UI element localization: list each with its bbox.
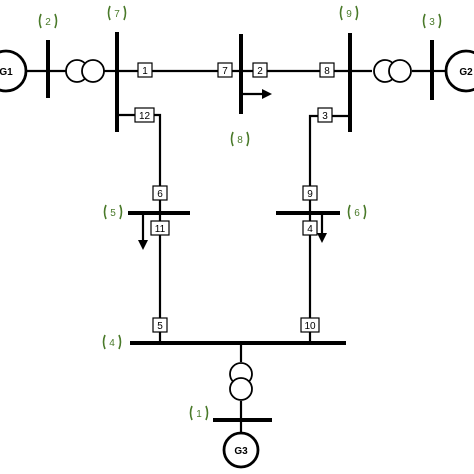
generator-g2: G2 bbox=[444, 49, 474, 93]
bus-tag-9: 9 bbox=[339, 5, 359, 21]
transformer-t1 bbox=[65, 59, 105, 83]
bus-tag-3: 3 bbox=[422, 13, 442, 29]
generator-g1: G1 bbox=[0, 49, 28, 93]
bus-tag-5: 5 bbox=[103, 204, 123, 220]
bus-label-9: 9 bbox=[346, 9, 352, 20]
transformer-t2 bbox=[373, 59, 412, 83]
branch-box-11: 11 bbox=[150, 220, 170, 236]
branch-label-4: 4 bbox=[307, 224, 313, 235]
branch-box-12: 12 bbox=[134, 107, 155, 123]
bus-labels: 2 7 9 3 8 5 6 bbox=[38, 5, 442, 421]
branch-box-9: 9 bbox=[302, 185, 318, 201]
generator-g2-label: G2 bbox=[459, 67, 473, 78]
generator-g3-label: G3 bbox=[234, 446, 248, 457]
branch-label-12: 12 bbox=[139, 111, 151, 122]
branch-label-8: 8 bbox=[324, 66, 330, 77]
line-bus7-bus5 bbox=[117, 113, 162, 213]
bus-tag-7: 7 bbox=[107, 5, 127, 21]
transformer-t3 bbox=[229, 362, 253, 401]
bus-label-2: 2 bbox=[45, 17, 51, 28]
bus-label-7: 7 bbox=[114, 9, 120, 20]
branch-boxes: 1 7 2 8 12 3 6 9 bbox=[134, 62, 335, 333]
generator-g3: G3 bbox=[222, 431, 260, 469]
branch-box-3: 3 bbox=[317, 107, 333, 123]
branch-label-6: 6 bbox=[157, 189, 163, 200]
bus-tag-1: 1 bbox=[189, 405, 209, 421]
branch-box-4: 4 bbox=[302, 220, 318, 236]
branch-box-2: 2 bbox=[252, 62, 268, 78]
branch-box-8: 8 bbox=[319, 62, 335, 78]
branch-box-5: 5 bbox=[152, 317, 168, 333]
branch-label-2: 2 bbox=[257, 66, 263, 77]
bus-label-5: 5 bbox=[110, 208, 116, 219]
branch-label-11: 11 bbox=[155, 224, 166, 235]
branch-label-5: 5 bbox=[157, 321, 163, 332]
bus-label-8: 8 bbox=[237, 135, 243, 146]
branch-box-6: 6 bbox=[152, 185, 168, 201]
branch-label-10: 10 bbox=[304, 321, 316, 332]
branch-box-1: 1 bbox=[137, 62, 153, 78]
bus-label-6: 6 bbox=[354, 208, 360, 219]
branch-label-1: 1 bbox=[142, 66, 148, 77]
bus-tag-8: 8 bbox=[230, 131, 250, 147]
load-arrow-bus8 bbox=[241, 89, 272, 99]
generator-g1-label: G1 bbox=[0, 67, 13, 78]
bus-label-1: 1 bbox=[196, 409, 202, 420]
branch-label-9: 9 bbox=[307, 189, 313, 200]
branch-box-10: 10 bbox=[300, 317, 320, 333]
bus-label-3: 3 bbox=[429, 17, 435, 28]
branch-label-7: 7 bbox=[222, 66, 228, 77]
bus-tag-2: 2 bbox=[38, 13, 58, 29]
bus-tag-6: 6 bbox=[347, 204, 367, 220]
bus-tag-4: 4 bbox=[102, 334, 122, 350]
branch-label-3: 3 bbox=[322, 111, 328, 122]
bus-label-4: 4 bbox=[109, 338, 115, 349]
bus-bars bbox=[46, 32, 434, 422]
branch-box-7: 7 bbox=[217, 62, 233, 78]
line-bus9-bus6 bbox=[308, 114, 350, 213]
